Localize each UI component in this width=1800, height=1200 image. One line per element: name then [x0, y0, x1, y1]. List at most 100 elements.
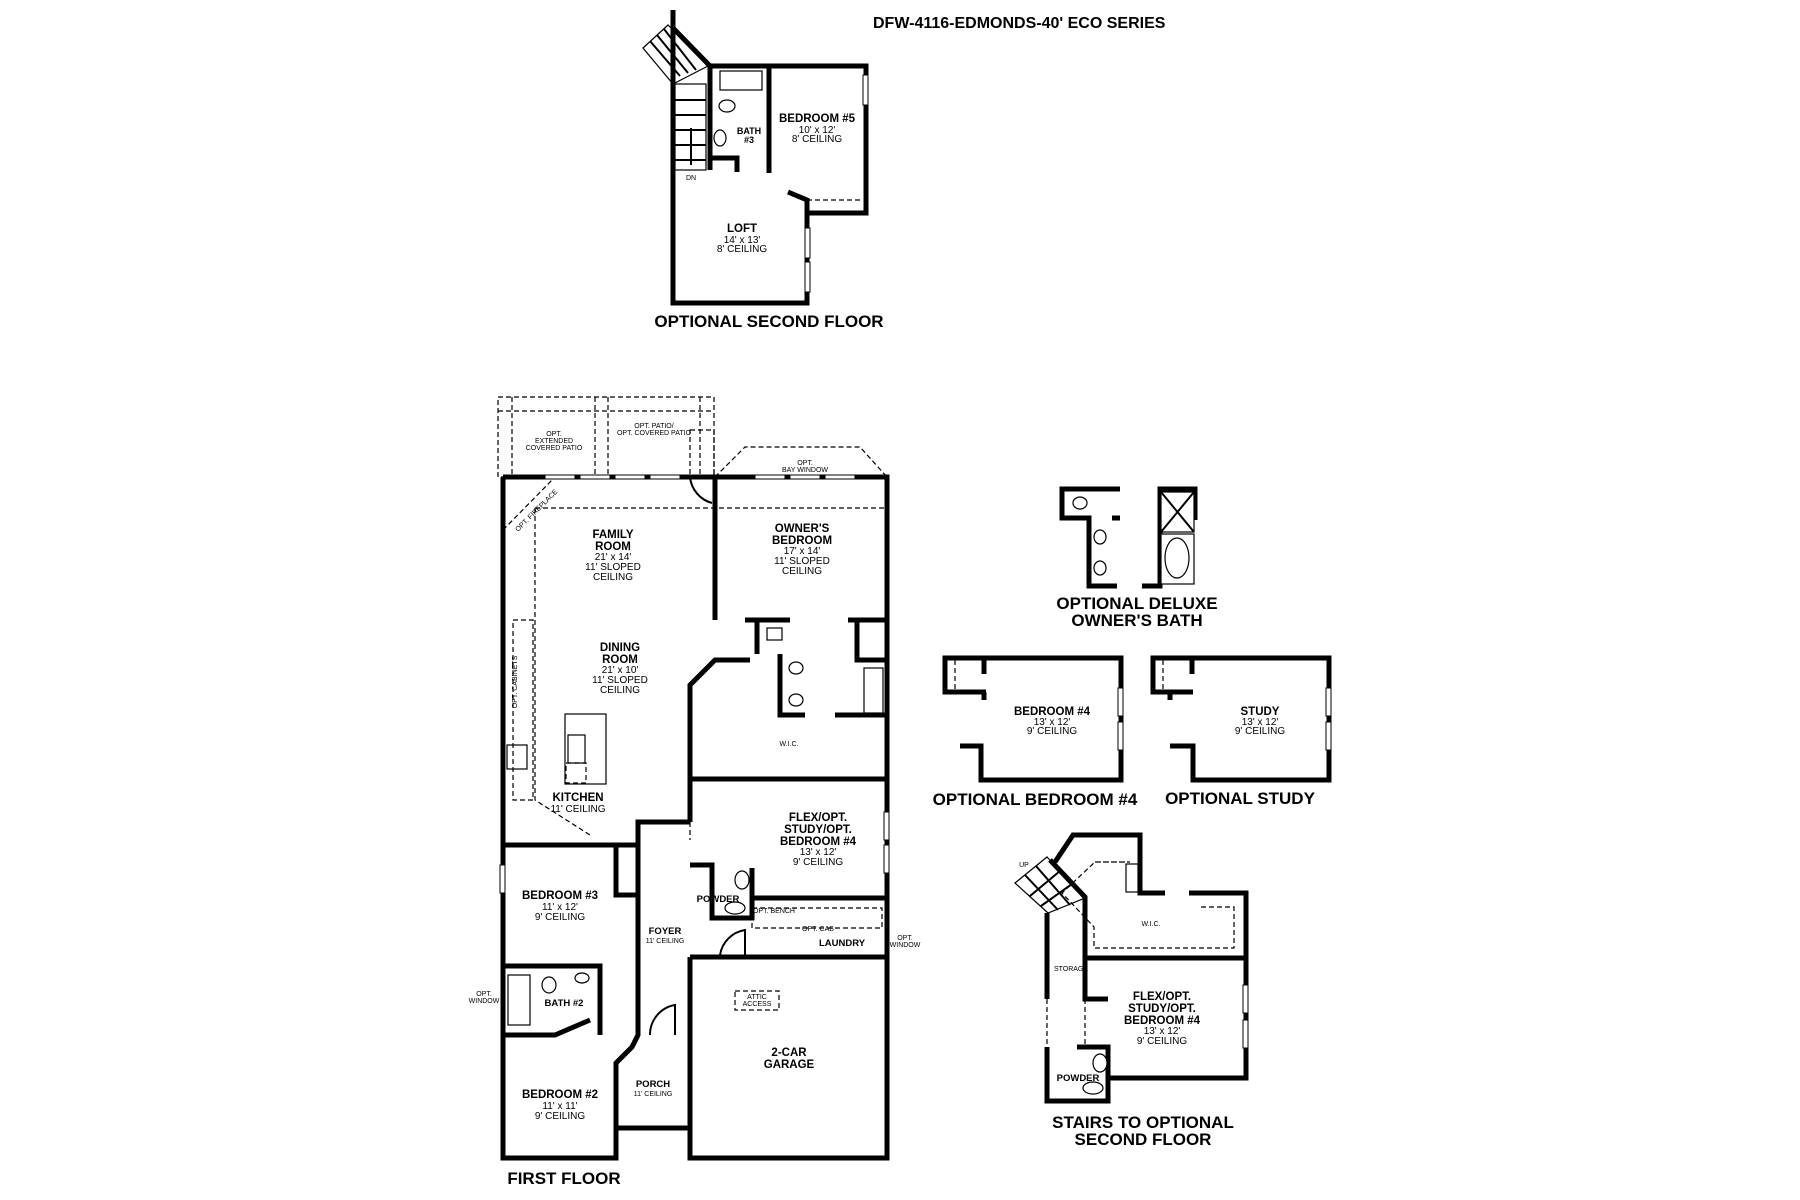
label: WINDOW — [890, 942, 921, 949]
room-name-bedroom-3: BEDROOM #3 — [522, 890, 598, 902]
caption-stairs-option: STAIRS TO OPTIONAL — [1052, 1113, 1234, 1132]
window — [1242, 984, 1249, 1014]
room-size: 11' x 12' — [542, 902, 578, 913]
label: ACCESS — [743, 1001, 772, 1008]
room-size: 13' x 12' — [1144, 1026, 1181, 1037]
bathtub-icon — [863, 667, 884, 714]
first-floor-plan: OPT. EXTENDED COVERED PATIO OPT. PATIO/ … — [469, 396, 921, 1188]
room-name-laundry: LAUNDRY — [819, 938, 866, 949]
room-name: ROOM — [602, 654, 638, 666]
label: WINDOW — [469, 998, 500, 1005]
room-ceiling: 11' CEILING — [634, 1091, 673, 1098]
label: ATTIC — [747, 994, 767, 1001]
caption-first-floor: FIRST FLOOR — [507, 1169, 620, 1188]
label: OPT. — [476, 991, 492, 998]
bathtub-icon — [719, 70, 763, 91]
label: OPT. CAB — [802, 926, 834, 933]
room-name-bedroom-4: BEDROOM #4 — [1014, 706, 1091, 718]
room-name-storage: STORAGE — [1054, 966, 1088, 973]
room-name-wic: W.I.C. — [1141, 921, 1160, 928]
caption-second-floor: OPTIONAL SECOND FLOOR — [654, 312, 883, 331]
room-name: STUDY/OPT. — [784, 824, 852, 836]
room-size: 21' x 14' — [595, 552, 632, 563]
room-name-flex: FLEX/OPT. — [789, 812, 847, 824]
label: OPT. COVERED PATIO — [617, 430, 692, 437]
room-ceiling: 9' CEILING — [535, 912, 585, 923]
room-name-loft: LOFT — [727, 223, 757, 235]
toilet-icon — [724, 901, 746, 915]
window — [804, 261, 811, 293]
door-swing — [719, 928, 746, 956]
optional-study: STUDY 13' x 12' 9' CEILING OPTIONAL STUD… — [1150, 655, 1332, 808]
room-name-kitchen: KITCHEN — [552, 792, 603, 804]
room-ceiling: 11' SLOPED — [585, 562, 641, 573]
room-name: BEDROOM #4 — [1124, 1015, 1201, 1027]
caption-deluxe-bath: OPTIONAL DELUXE — [1056, 594, 1217, 613]
window — [789, 474, 821, 480]
toilet-icon — [541, 976, 557, 994]
room-ceiling: CEILING — [782, 566, 822, 577]
window — [824, 474, 856, 480]
caption-optional-bedroom-4: OPTIONAL BEDROOM #4 — [933, 790, 1138, 809]
label: OPT. — [897, 935, 913, 942]
toilet-icon — [766, 627, 783, 641]
room-name-bedroom-2: BEDROOM #2 — [522, 1089, 598, 1101]
stair-direction-label: UP — [1019, 862, 1029, 869]
window — [579, 474, 611, 480]
window — [1117, 721, 1124, 751]
room-name-bath-3-number: #3 — [744, 135, 754, 145]
room-ceiling: 8' CEILING — [792, 134, 842, 145]
room-size: 11' x 11' — [542, 1101, 577, 1112]
stairs-option: UP W.I.C. STORAGE FLEX/OPT. STUDY/OPT. B… — [1014, 832, 1249, 1149]
room-name-bath-3: BATH — [737, 126, 761, 136]
room-name-study: STUDY — [1241, 706, 1280, 718]
caption-deluxe-bath-line2: OWNER'S BATH — [1071, 611, 1202, 630]
room-name-foyer: FOYER — [649, 926, 682, 937]
room-name-wic: W.I.C. — [779, 741, 798, 748]
window — [649, 474, 681, 480]
deluxe-bath-option: OPTIONAL DELUXE OWNER'S BATH — [1056, 486, 1218, 630]
room-ceiling: 11' CEILING — [550, 804, 605, 815]
window — [1117, 687, 1124, 717]
label: BAY WINDOW — [782, 467, 828, 474]
room-size: 14' x 13' — [724, 235, 761, 246]
room-ceiling: CEILING — [593, 572, 633, 583]
room-name-bath-2: BATH #2 — [545, 998, 584, 1009]
toilet-icon — [1082, 1081, 1104, 1095]
optional-bedroom-4: BEDROOM #4 13' x 12' 9' CEILING OPTIONAL… — [933, 655, 1138, 809]
sink-icon — [1093, 529, 1107, 545]
sink-icon — [788, 661, 804, 675]
sink-icon — [1093, 560, 1107, 576]
room-ceiling: 9' CEILING — [1235, 726, 1285, 737]
window — [754, 474, 786, 480]
room-name-bedroom-5: BEDROOM #5 — [779, 113, 856, 125]
label: COVERED PATIO — [526, 445, 583, 452]
window — [883, 811, 890, 841]
window — [499, 864, 506, 894]
room-name: GARAGE — [764, 1059, 815, 1071]
cooktop-icon — [506, 744, 528, 770]
caption-optional-study: OPTIONAL STUDY — [1165, 789, 1316, 808]
stair-direction-label: DN — [686, 175, 696, 182]
window — [862, 74, 869, 106]
plan-title: DFW-4116-EDMONDS-40' ECO SERIES — [873, 15, 1166, 32]
caption-stairs-option-line2: SECOND FLOOR — [1075, 1130, 1212, 1149]
room-name-family-room: FAMILY — [592, 529, 633, 541]
sink-icon — [1092, 1053, 1108, 1073]
room-ceiling: 9' CEILING — [1027, 726, 1077, 737]
room-ceiling: 11' SLOPED — [774, 556, 830, 567]
toilet-icon — [718, 99, 736, 113]
room-name-owners-bedroom: OWNER'S — [775, 523, 830, 535]
bathtub-icon — [507, 974, 531, 1026]
room-ceiling: 9' CEILING — [535, 1111, 585, 1122]
room-ceiling: 11' SLOPED — [592, 675, 648, 686]
room-size: 17' x 14' — [784, 546, 821, 557]
window — [1325, 721, 1332, 751]
window — [614, 474, 646, 480]
window — [883, 844, 890, 874]
room-name: BEDROOM #4 — [780, 836, 857, 848]
sink-icon — [574, 972, 590, 984]
room-name-porch: PORCH — [636, 1079, 670, 1090]
room-size: 13' x 12' — [1034, 717, 1071, 728]
sink-icon — [567, 734, 586, 764]
